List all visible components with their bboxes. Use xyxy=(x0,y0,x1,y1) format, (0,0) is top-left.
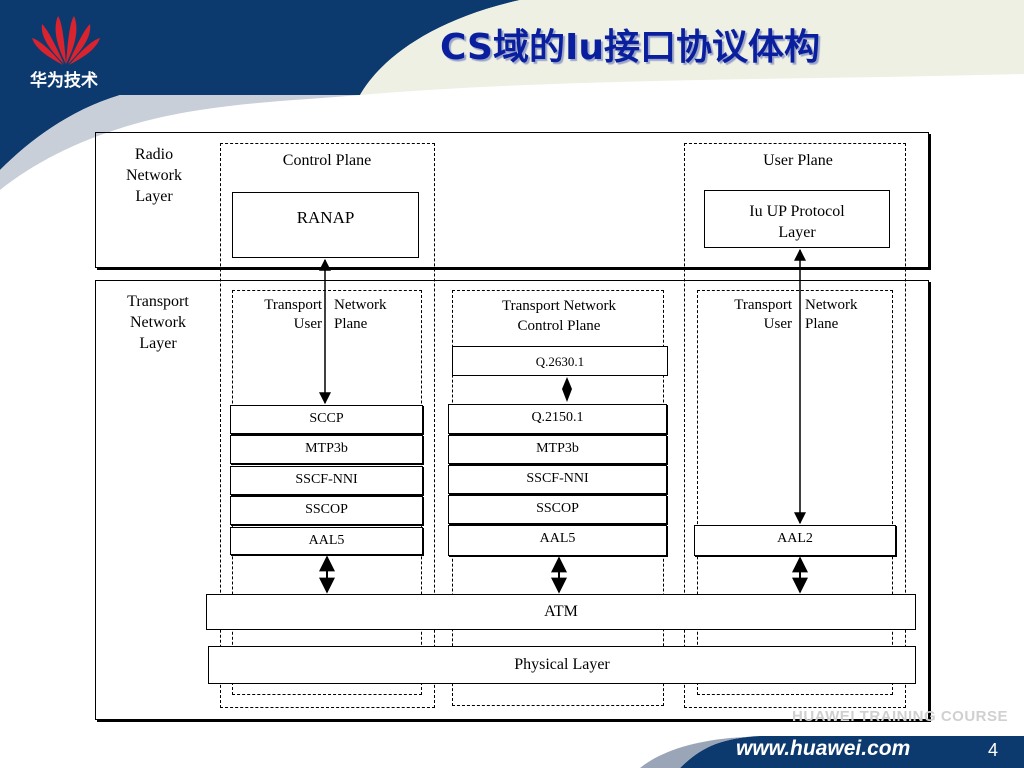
control-stack-sscop: SSCOP xyxy=(230,496,423,525)
tncp-stack-sscop: SSCOP xyxy=(448,495,667,524)
atm-layer-box: ATM xyxy=(206,594,916,630)
user-tunp-label-right: Network Plane xyxy=(805,297,858,332)
tncp-stack-q2150: Q.2150.1 xyxy=(448,404,667,434)
brand-text: 华为技术 xyxy=(30,71,98,91)
user-stack-aal2: AAL2 xyxy=(694,525,896,556)
control-stack-sccp: SCCP xyxy=(230,405,423,434)
ranap-box xyxy=(232,192,419,258)
q2630-q2150-diamond xyxy=(562,377,572,402)
control-tunp-label-left: Transport User xyxy=(264,297,322,332)
user-tunp-label-left: Transport User xyxy=(734,297,792,332)
transport-network-layer-box xyxy=(95,280,929,720)
control-stack-aal5: AAL5 xyxy=(230,527,423,555)
ranap-label: RANAP xyxy=(296,208,355,227)
control-plane-boundary xyxy=(220,143,435,708)
footer-course-text: HUAWEI TRAINING COURSE xyxy=(791,708,1008,725)
control-stack-sscf-nni: SSCF-NNI xyxy=(230,466,423,495)
radio-network-layer-box xyxy=(95,132,929,268)
tncp-label: Transport Network Control Plane xyxy=(501,298,617,334)
radio-network-layer-label: Radio Network Layer xyxy=(126,146,182,205)
iu-up-protocol-box xyxy=(704,190,890,248)
footer-url[interactable]: www.huawei.com xyxy=(736,737,911,760)
tncp-stack-mtp3b: MTP3b xyxy=(448,435,667,464)
tncp-stack-aal5: AAL5 xyxy=(448,525,667,556)
page-title: CS域的Iu接口协议体构 xyxy=(439,27,821,68)
tncp-stack-sscf-nni: SSCF-NNI xyxy=(448,465,667,494)
control-plane-label: Control Plane xyxy=(282,152,372,169)
control-tunp-label-right: Network Plane xyxy=(334,297,387,332)
user-plane-boundary xyxy=(684,143,906,708)
huawei-logo-icon xyxy=(32,16,100,65)
physical-layer-box: Physical Layer xyxy=(208,646,916,684)
transport-network-layer-label: Transport Network Layer xyxy=(127,293,189,352)
control-stack-mtp3b: MTP3b xyxy=(230,435,423,464)
iu-up-protocol-label: Iu UP Protocol Layer xyxy=(749,203,845,241)
q2630-box: Q.2630.1 xyxy=(452,346,668,376)
page-number: 4 xyxy=(988,740,999,760)
user-plane-label: User Plane xyxy=(763,152,833,169)
